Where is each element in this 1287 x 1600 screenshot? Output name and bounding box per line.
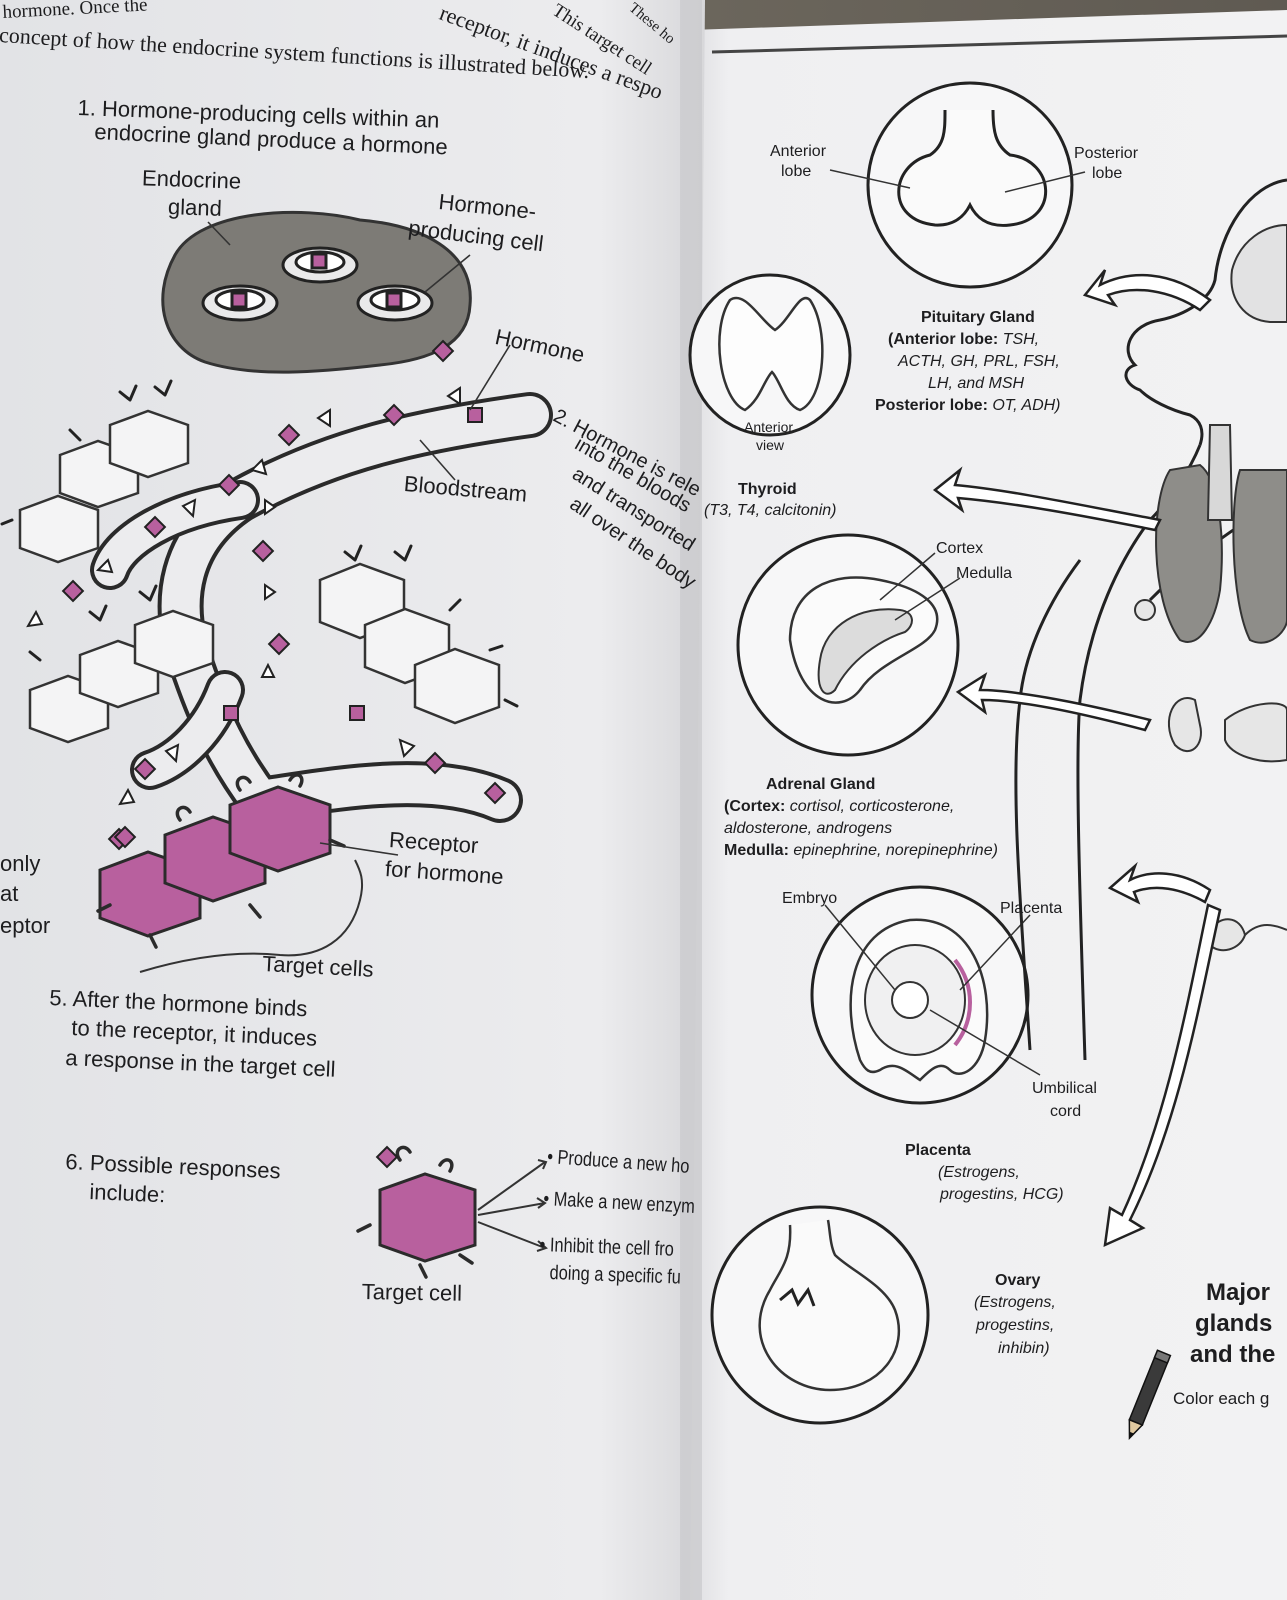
cortex-label: Cortex xyxy=(936,540,984,557)
ovary-line4: inhibin) xyxy=(998,1340,1050,1357)
pencil-icon xyxy=(1128,1349,1172,1441)
umbilical-label-1: Umbilical xyxy=(1032,1080,1097,1097)
target-receptors xyxy=(96,773,346,949)
response-arrows xyxy=(477,1159,548,1252)
thyroid-title: Thyroid xyxy=(738,481,797,498)
edge-fragment-eptor: eptor xyxy=(0,913,51,938)
major-glands-heading-1: Major xyxy=(1206,1279,1271,1306)
embryo-label: Embryo xyxy=(782,890,838,907)
response-3-line2: doing a specific fu xyxy=(549,1262,682,1289)
target-cell-label: Target cell xyxy=(361,1279,463,1306)
anterior-lobe-label-1: Anterior xyxy=(770,143,827,160)
step6-text-line2: include: xyxy=(88,1179,166,1208)
anterior-view-label-1: Anterior xyxy=(744,419,794,435)
thyroid-drawing xyxy=(718,296,824,412)
gland-cells xyxy=(201,246,434,322)
pituitary-line5: Posterior lobe: OT, ADH) xyxy=(875,397,1061,415)
major-glands-heading-2: glands xyxy=(1195,1310,1273,1337)
placenta-label: Placenta xyxy=(1000,900,1063,917)
hormone-particles xyxy=(61,339,507,851)
adrenal-medulla-hormones: epinephrine, norepinephrine) xyxy=(788,842,998,859)
target-cells-bracket xyxy=(139,859,364,973)
endocrine-gland-shape xyxy=(161,210,472,374)
pituitary-posterior-key: Posterior lobe: xyxy=(875,397,988,414)
non-target-cells-mid-left xyxy=(28,609,215,744)
pituitary-anterior-key: (Anterior lobe: xyxy=(888,331,999,348)
pituitary-line3: ACTH, GH, PRL, FSH, xyxy=(898,353,1060,370)
ovary-line3: progestins, xyxy=(976,1317,1055,1334)
posterior-lobe-label-1: Posterior xyxy=(1074,145,1139,162)
adrenal-medulla xyxy=(817,608,913,695)
medulla-label: Medulla xyxy=(956,565,1013,582)
pituitary-line2: (Anterior lobe: TSH, xyxy=(888,331,1039,349)
non-target-receptors xyxy=(0,379,519,708)
left-leader-lines xyxy=(207,221,511,856)
adrenal-cortex-hormones: cortisol, corticosterone, xyxy=(785,798,955,815)
pituitary-gland-drawing xyxy=(897,109,1048,227)
target-cells xyxy=(98,785,332,938)
ovary-drawing xyxy=(758,1219,901,1392)
pituitary-leaders xyxy=(829,169,1086,193)
placenta-tissue xyxy=(953,958,972,1047)
anterior-lobe-label-2: lobe xyxy=(781,163,812,180)
adrenal-leaders xyxy=(879,552,961,621)
pituitary-posterior-hormones: OT, ADH) xyxy=(987,397,1061,414)
single-target-receptors xyxy=(356,1145,474,1279)
response-3-line1: • Inhibit the cell fro xyxy=(539,1234,675,1261)
embryo-drawing xyxy=(891,981,929,1019)
non-target-cells-center xyxy=(318,562,501,725)
single-bound-hormone xyxy=(375,1145,399,1169)
big-arrows xyxy=(932,269,1222,1248)
bound-hormone xyxy=(113,825,137,849)
pituitary-line4: LH, and MSH xyxy=(928,375,1025,392)
edge-fragment-at: at xyxy=(0,881,19,906)
adrenal-medulla-key: Medulla: xyxy=(724,842,789,859)
adrenal-cortex-key: (Cortex: xyxy=(724,798,786,815)
pituitary-anterior-tsh: TSH, xyxy=(998,331,1040,348)
thyroid-hormones: (T3, T4, calcitonin) xyxy=(704,502,837,519)
adrenal-title: Adrenal Gland xyxy=(766,776,876,793)
adrenal-line2: (Cortex: cortisol, corticosterone, xyxy=(724,798,954,816)
spine-shadow xyxy=(680,0,702,1600)
adrenal-line4: Medulla: epinephrine, norepinephrine) xyxy=(724,842,998,860)
umbilical-label-2: cord xyxy=(1050,1103,1082,1120)
adrenal-line3: aldosterone, androgens xyxy=(724,820,893,837)
endocrine-gland-label-2: gland xyxy=(167,194,223,221)
posterior-lobe-label-2: lobe xyxy=(1092,165,1123,182)
fimbriae xyxy=(779,1286,816,1308)
non-target-cells-upper-left xyxy=(18,409,190,564)
anterior-view-label-2: view xyxy=(756,437,785,453)
placenta-title: Placenta xyxy=(905,1142,971,1159)
flow-arrows xyxy=(26,386,461,806)
ovary-title: Ovary xyxy=(995,1272,1041,1289)
endocrine-gland-label-1: Endocrine xyxy=(141,165,242,194)
top-rule xyxy=(711,34,1287,54)
placenta-leaders xyxy=(824,904,1041,1076)
edge-fragment-only: only xyxy=(0,851,41,876)
pituitary-title: Pituitary Gland xyxy=(921,309,1035,326)
ovary-line2: (Estrogens, xyxy=(974,1294,1056,1311)
placenta-line3: progestins, HCG) xyxy=(940,1186,1064,1203)
color-each-instruction: Color each g xyxy=(1173,1389,1270,1408)
major-glands-heading-3: and the xyxy=(1190,1341,1276,1368)
body-organs xyxy=(1134,424,1287,952)
brain-drawing xyxy=(1230,223,1287,323)
single-target-cell xyxy=(378,1172,477,1263)
placenta-line2: (Estrogens, xyxy=(938,1164,1020,1181)
